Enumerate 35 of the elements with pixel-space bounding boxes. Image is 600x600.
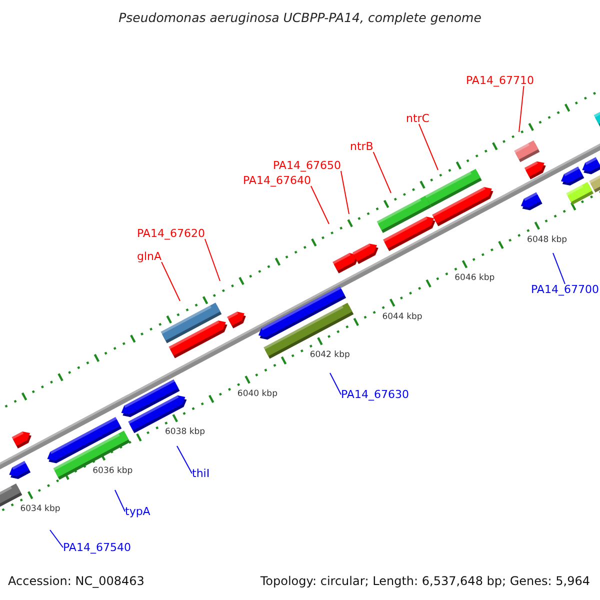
gene-label: glnA <box>137 251 162 262</box>
leader-line <box>176 446 192 474</box>
leader-line <box>161 262 180 302</box>
leader-line <box>552 252 566 284</box>
scale-label: 6034 kbp <box>20 504 60 514</box>
gene-label: PA14_67620 <box>137 228 205 239</box>
leader-line <box>418 124 438 170</box>
gene-label: PA14_67630 <box>341 389 409 400</box>
gene-label: PA14_67540 <box>63 542 131 553</box>
scale-label: 6044 kbp <box>382 312 422 321</box>
leader-line <box>372 152 392 194</box>
gene-label: PA14_67650 <box>273 160 341 171</box>
gene-label: thiI <box>192 468 210 479</box>
map-title: Pseudomonas aeruginosa UCBPP-PA14, complete genome <box>118 12 482 24</box>
scale-label: 6048 kbp <box>527 235 568 244</box>
leader-line <box>204 238 220 282</box>
genome-info-text: Topology: circular; Length: 6,537,648 bp; Genes: 5,964 <box>260 575 590 587</box>
leader-line <box>518 86 524 132</box>
leader-line <box>340 170 350 214</box>
scale-label: 6036 kbp <box>92 466 133 475</box>
scale-label: 6042 kbp <box>310 350 350 360</box>
leader-line <box>310 186 330 224</box>
scale-label: 6038 kbp <box>165 428 206 436</box>
gene-label: typA <box>125 506 150 517</box>
leader-line <box>50 530 64 548</box>
scale-label: 6046 kbp <box>454 274 495 282</box>
gene-label: PA14_67700 <box>531 284 599 295</box>
scale-label: 6040 kbp <box>237 389 278 398</box>
leader-line <box>330 372 342 395</box>
accession-text: Accession: NC_008463 <box>8 575 144 587</box>
gene-label: PA14_67640 <box>243 175 311 186</box>
gene-label: ntrC <box>406 113 430 124</box>
leader-line <box>114 490 126 512</box>
gene-label: PA14_67710 <box>466 75 534 86</box>
gene-label: ntrB <box>350 141 374 152</box>
